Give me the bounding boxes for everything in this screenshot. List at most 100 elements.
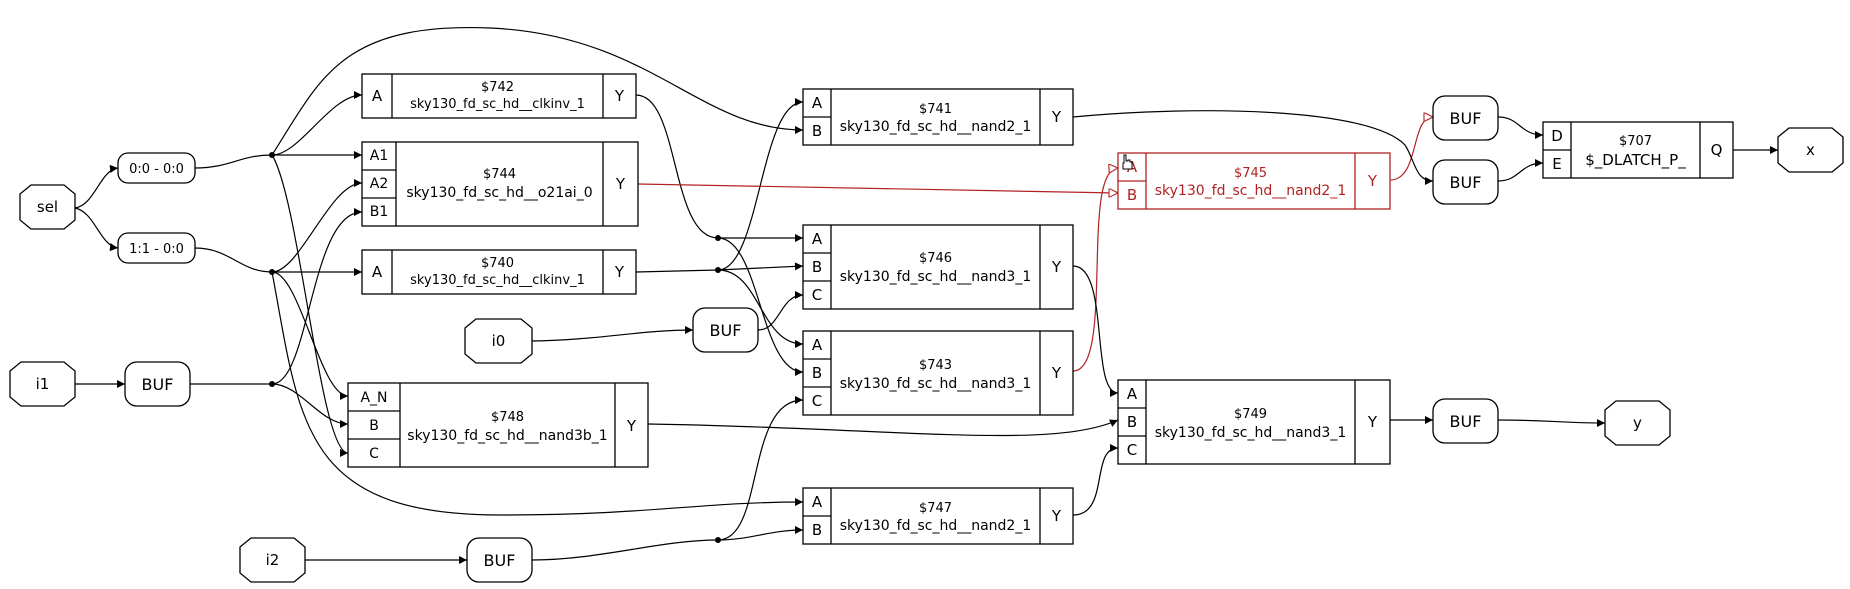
cell-id: $747: [919, 501, 952, 516]
wire-744y-745b: [637, 183, 1118, 193]
cell-type: sky130_fd_sc_hd__nand2_1: [1155, 183, 1347, 199]
pin-label: C: [812, 392, 822, 410]
cell-id: $746: [919, 251, 952, 266]
pin-label: Y: [1367, 413, 1378, 431]
junctions: [269, 152, 721, 543]
wire-sel-s00: [74, 164, 119, 209]
pin-label: A: [812, 336, 823, 354]
cell-749[interactable]: A B C $749 sky130_fd_sc_hd__nand3_1 Y: [1117, 379, 1391, 465]
wire-j1-744a2: [271, 179, 363, 273]
cell-746[interactable]: A B C $746 sky130_fd_sc_hd__nand3_1 Y: [802, 224, 1074, 310]
wire-j1-747a: [271, 271, 804, 516]
cell-type: sky130_fd_sc_hd__nand3_1: [840, 376, 1032, 392]
junction-dot: [715, 267, 721, 273]
ports: sel i1 i0 i2 x y: [9, 127, 1844, 583]
cell-743[interactable]: A B C $743 sky130_fd_sc_hd__nand3_1 Y: [802, 330, 1074, 416]
wire-buf-latch-d: [1497, 116, 1544, 139]
wire-s11-j1: [194, 247, 273, 273]
port-label: x: [1806, 141, 1815, 159]
port-label: y: [1633, 414, 1642, 432]
buf-label: BUF: [1450, 412, 1482, 431]
cell-type: sky130_fd_sc_hd__clkinv_1: [410, 97, 585, 112]
buf-label: BUF: [142, 375, 174, 394]
cell-id: $742: [481, 80, 514, 95]
port-x[interactable]: x: [1777, 127, 1844, 173]
pin-label: D: [1551, 127, 1563, 145]
junction-dot: [269, 269, 275, 275]
pin-label: B: [369, 418, 379, 434]
pin-label: A: [1127, 385, 1138, 403]
cell-type: sky130_fd_sc_hd__nand3b_1: [407, 428, 607, 444]
cell-707-latch[interactable]: D E $707 $_DLATCH_P_ Q: [1542, 121, 1734, 179]
buf-label: BUF: [1450, 173, 1482, 192]
cell-747[interactable]: A B $747 sky130_fd_sc_hd__nand2_1 Y: [802, 487, 1074, 545]
wire-buf-j5: [531, 539, 719, 561]
port-sel[interactable]: sel: [19, 184, 76, 230]
port-i2[interactable]: i2: [239, 537, 306, 583]
pin-label: Y: [1051, 507, 1062, 525]
wire-buf-latch-e: [1497, 159, 1544, 182]
pin-label: A: [372, 263, 383, 281]
cell-type: sky130_fd_sc_hd__o21ai_0: [406, 185, 592, 201]
pin-label: B: [812, 364, 822, 382]
cell-id: $744: [483, 167, 516, 182]
slices: 0:0 - 0:0 1:1 - 0:0: [117, 152, 196, 264]
cell-744[interactable]: A1 A2 B1 $744 sky130_fd_sc_hd__o21ai_0 Y: [361, 141, 639, 227]
pin-label: A: [812, 94, 823, 112]
cell-741[interactable]: A B $741 sky130_fd_sc_hd__nand2_1 Y: [802, 88, 1074, 146]
port-i0[interactable]: i0: [464, 318, 533, 364]
buffers: BUF BUF BUF BUF BUF BUF: [124, 95, 1499, 583]
wire-j0-748c: [271, 154, 349, 457]
pin-label: Y: [1051, 258, 1062, 276]
pin-label: A: [812, 493, 823, 511]
cell-742[interactable]: A $742 sky130_fd_sc_hd__clkinv_1 Y: [361, 73, 637, 119]
pin-label: A_N: [360, 390, 387, 406]
pin-label: A: [372, 87, 383, 105]
buf-label: BUF: [484, 551, 516, 570]
port-y[interactable]: y: [1604, 400, 1671, 446]
pin-label: B: [812, 258, 822, 276]
buf-y[interactable]: BUF: [1432, 398, 1499, 444]
junction-dot: [715, 235, 721, 241]
pin-label: Y: [615, 175, 626, 193]
pin-label: B1: [370, 204, 389, 220]
pin-label: Y: [614, 87, 625, 105]
pin-label: C: [369, 446, 379, 462]
slice-label: 1:1 - 0:0: [129, 242, 184, 257]
pin-label: B: [812, 122, 822, 140]
cell-type: sky130_fd_sc_hd__clkinv_1: [410, 273, 585, 288]
cell-type: sky130_fd_sc_hd__nand3_1: [1155, 425, 1347, 441]
wire-i0-buf: [531, 326, 694, 342]
wire-747y-749c: [1072, 444, 1119, 516]
buf-i1[interactable]: BUF: [124, 361, 191, 407]
cell-id: $748: [491, 410, 524, 425]
wire-j1-748an: [271, 271, 349, 400]
buf-latch-d[interactable]: BUF: [1432, 95, 1499, 141]
cell-type: sky130_fd_sc_hd__nand3_1: [840, 269, 1032, 285]
wire-740y-j4: [635, 269, 719, 273]
pin-label: B: [1127, 413, 1137, 431]
junction-dot: [715, 537, 721, 543]
pin-label: B: [1127, 186, 1137, 204]
port-label: i2: [266, 551, 280, 569]
wire-j5-747b: [717, 526, 804, 541]
hand-cursor-icon: [1122, 154, 1133, 170]
wire-sel-s11: [74, 207, 119, 252]
slice-0-0[interactable]: 0:0 - 0:0: [117, 152, 196, 184]
cell-745[interactable]: A B $745 sky130_fd_sc_hd__nand2_1 Y: [1117, 152, 1391, 210]
port-i1[interactable]: i1: [9, 361, 76, 407]
pin-label: C: [812, 286, 822, 304]
cell-id: $745: [1234, 166, 1267, 181]
buf-latch-e[interactable]: BUF: [1432, 159, 1499, 205]
pin-label: A1: [370, 148, 388, 164]
wire-j0-742: [271, 91, 363, 156]
cells: A $742 sky130_fd_sc_hd__clkinv_1 Y A1 A2…: [347, 73, 1734, 545]
pin-label: C: [1127, 441, 1137, 459]
buf-i0[interactable]: BUF: [692, 307, 759, 353]
buf-i2[interactable]: BUF: [466, 537, 533, 583]
cell-740[interactable]: A $740 sky130_fd_sc_hd__clkinv_1 Y: [361, 249, 637, 295]
wire-j4-746b: [717, 262, 804, 271]
slice-1-1[interactable]: 1:1 - 0:0: [117, 232, 196, 264]
cell-748[interactable]: A_N B C $748 sky130_fd_sc_hd__nand3b_1 Y: [347, 382, 649, 468]
pin-label: B: [812, 521, 822, 539]
